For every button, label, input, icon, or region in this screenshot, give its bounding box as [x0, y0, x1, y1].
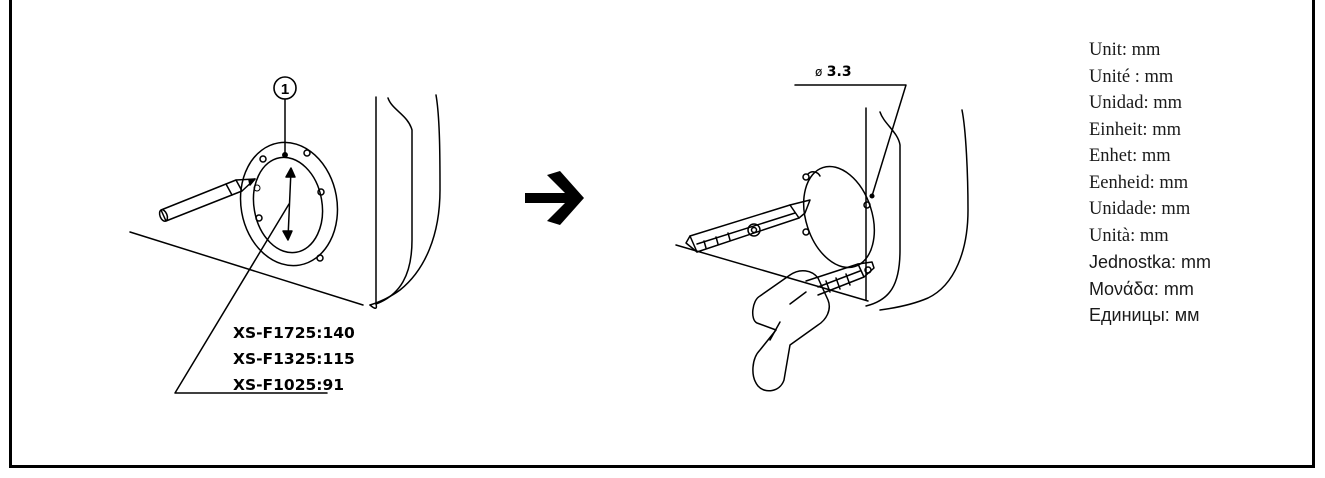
cutout-template-ring — [239, 141, 339, 267]
cut-hole — [802, 165, 876, 274]
drill-icon — [752, 261, 875, 392]
unit-label: Enhet: mm — [1089, 146, 1171, 166]
unit-label: Unit: mm — [1089, 40, 1161, 60]
unit-label: Jednostka: mm — [1089, 252, 1212, 272]
unit-label: Unidad: mm — [1089, 93, 1183, 113]
model-dimension-row: XS-F1725:140 — [233, 324, 355, 342]
unit-label: Unidade: mm — [1089, 199, 1191, 219]
unit-legend: Unit: mm Unité : mm Unidad: mm Einheit: … — [1089, 37, 1211, 329]
diagram-frame — [9, 0, 1315, 468]
callout-number: 1 — [281, 81, 289, 98]
speaker-cabinet-right — [675, 107, 969, 311]
unit-label: Einheit: mm — [1089, 119, 1181, 140]
unit-label: Μονάδα: mm — [1089, 278, 1194, 299]
diameter-value: 3.3 — [826, 64, 852, 80]
unit-label: Unità: mm — [1089, 225, 1169, 246]
pencil-icon — [158, 178, 256, 222]
model-dimension-list: XS-F1725:140 XS-F1325:115 XS-F1025:91 — [233, 320, 355, 398]
unit-label: Единицы: мм — [1089, 305, 1200, 325]
speaker-cabinet-left — [129, 94, 441, 309]
arrow-right-icon — [525, 171, 584, 225]
diameter-symbol: ø — [815, 65, 823, 79]
cutter-knife-icon — [685, 199, 811, 253]
dimension-leader-line — [174, 203, 328, 394]
callout-1-marker — [273, 76, 297, 158]
diameter-leader-line — [794, 84, 907, 199]
unit-label: Unité : mm — [1089, 66, 1174, 87]
unit-label: Eenheid: mm — [1089, 172, 1189, 193]
model-dimension-row: XS-F1025:91 — [233, 376, 345, 394]
hole-diameter-label: ø 3.3 — [815, 64, 852, 80]
model-dimension-row: XS-F1325:115 — [233, 350, 355, 368]
